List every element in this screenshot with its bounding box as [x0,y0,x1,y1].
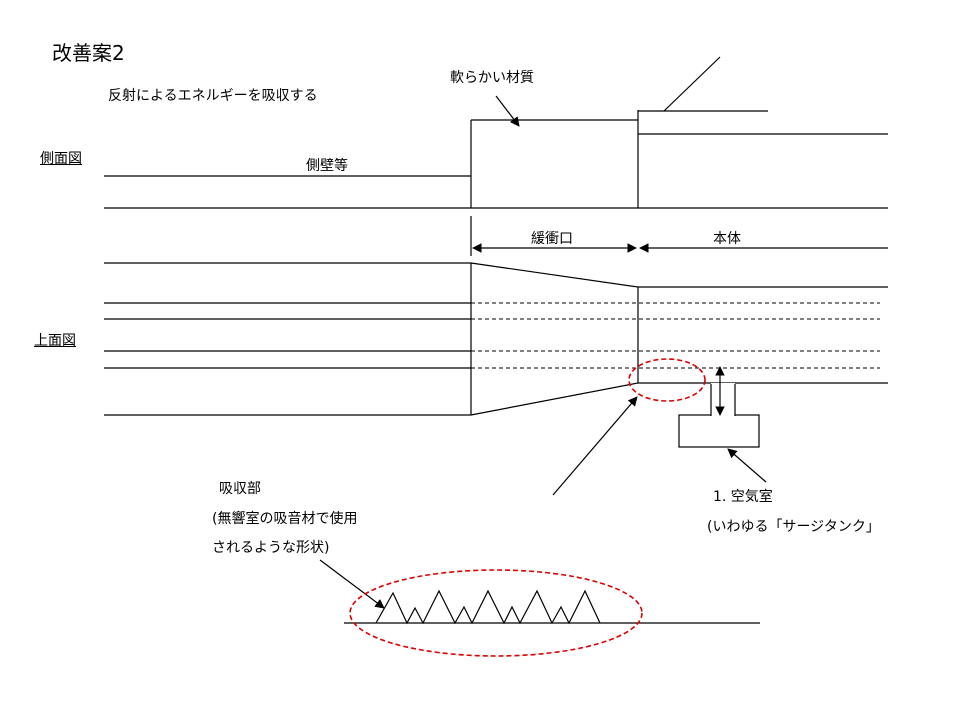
air-chamber-diagram [678,366,760,448]
absorber-pointer-arrow [319,559,385,609]
buffer-section-label: 緩衝口 [531,231,573,247]
top-view-diagram [104,262,888,416]
absorber-title-label: 吸収部 [219,481,261,497]
side-view-diagram [104,56,888,209]
top-view-dashed-lanes [471,302,880,369]
absorber-diagram [344,589,760,625]
air-chamber-neck [711,383,735,416]
top-view-label: 上面図 [34,333,76,349]
top-upper-taper [470,262,639,288]
absorber-sawtooth [375,589,601,625]
side-wall-label: 側壁等 [306,158,348,174]
absorber-desc-line1: (無響室の吸音材で使用 [212,511,358,527]
leader-line-top-right [663,56,721,112]
air-chamber-note: (いわゆる「サージタンク」 [707,519,880,535]
top-lower-taper [470,382,639,416]
junction-highlight-ellipse [628,358,706,402]
main-body-label: 本体 [713,231,741,247]
soft-material-label: 軟らかい材質 [450,70,534,86]
pointer-arrows [319,396,767,609]
dimension-markers [470,216,888,256]
absorber-highlight-ellipse [349,569,643,657]
absorber-desc-line2: されるような形状) [212,540,330,556]
junction-pointer-arrow [552,396,638,496]
air-chamber-label: 1. 空気室 [713,489,773,505]
soft-material-pointer [495,95,520,127]
slide-subtitle: 反射によるエネルギーを吸収する [108,88,318,104]
air-chamber-pointer-arrow [727,448,767,483]
air-chamber-box [678,414,760,448]
side-view-label: 側面図 [40,151,82,167]
slide-title: 改善案2 [52,41,125,65]
